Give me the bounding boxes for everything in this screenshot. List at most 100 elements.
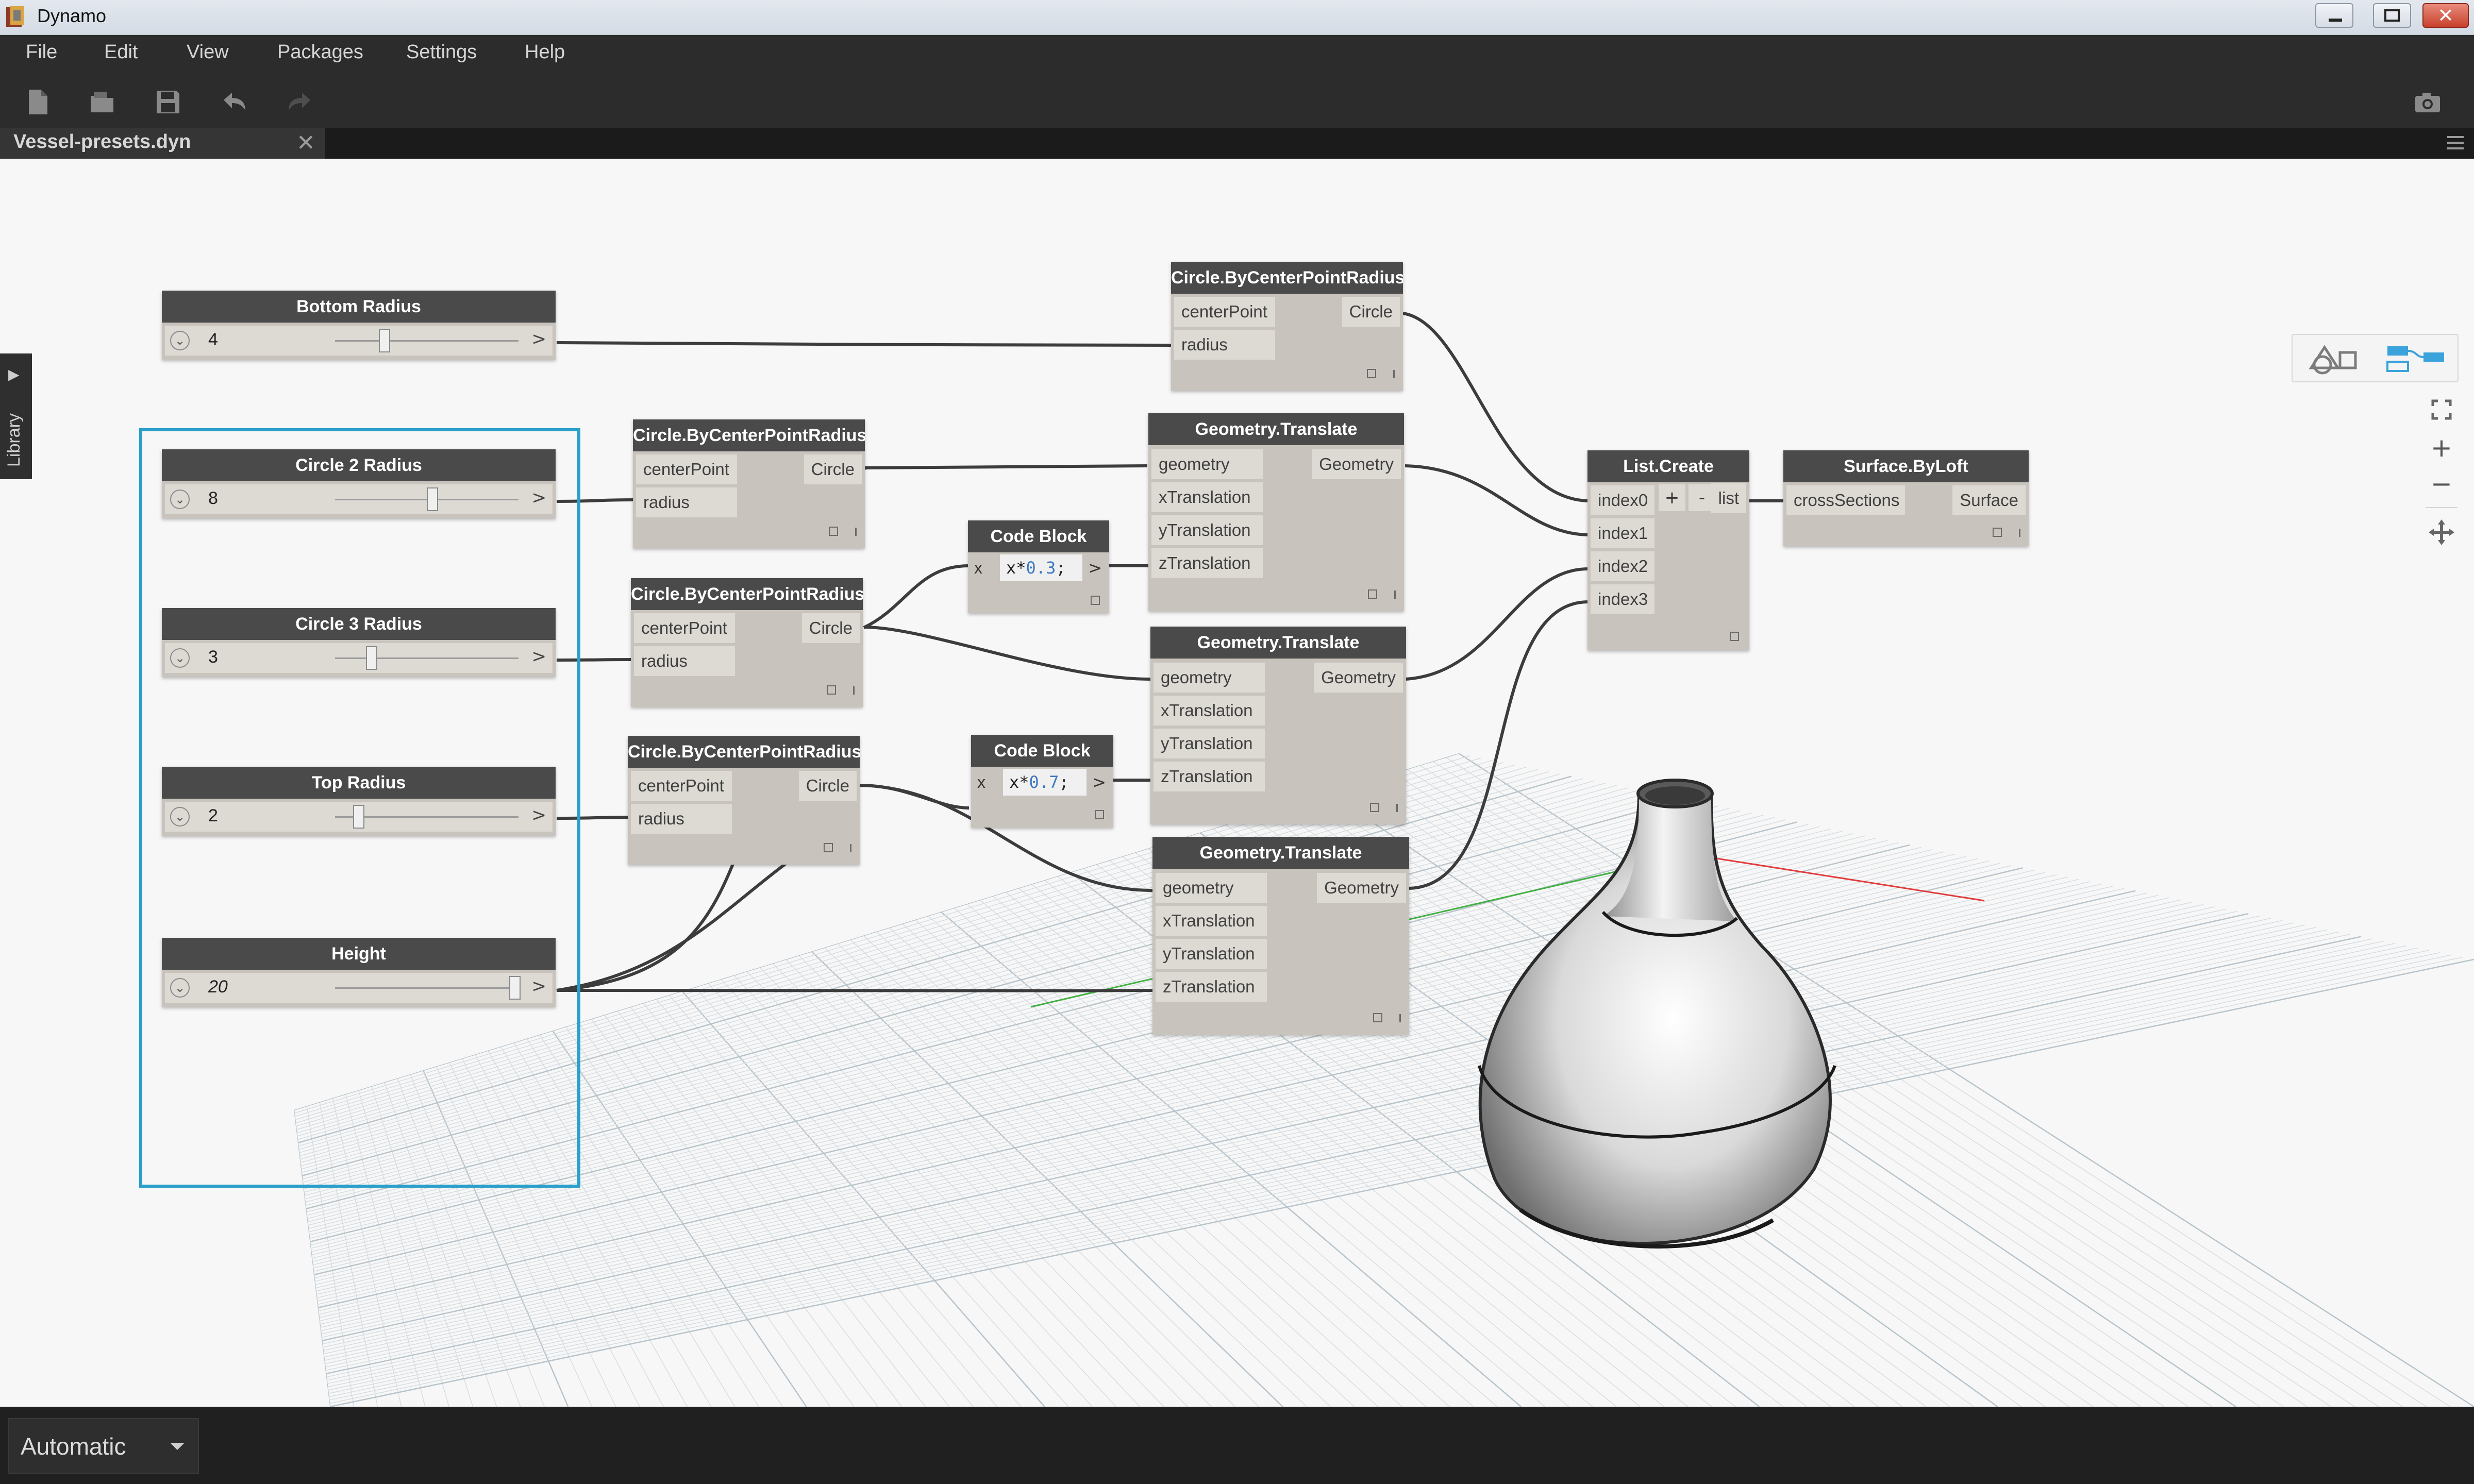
preview-toggle-icon[interactable] bbox=[1091, 596, 1100, 605]
wire-height-ztranslation[interactable] bbox=[556, 989, 1153, 993]
chevron-down-icon[interactable]: ⌄ bbox=[170, 648, 190, 668]
slider-track[interactable] bbox=[335, 340, 519, 342]
node-menu-icon[interactable] bbox=[2019, 529, 2020, 537]
slider-track[interactable] bbox=[335, 657, 519, 659]
input-port-x[interactable]: x bbox=[977, 773, 985, 791]
zoom-to-fit-button[interactable] bbox=[2422, 391, 2461, 429]
input-port-index1[interactable]: index1 bbox=[1591, 518, 1654, 548]
output-port-arrow[interactable]: > bbox=[1088, 558, 1102, 578]
input-port-geometry[interactable]: geometry bbox=[1154, 663, 1265, 693]
node-menu-icon[interactable] bbox=[855, 528, 857, 536]
node-menu-icon[interactable] bbox=[850, 844, 851, 852]
add-input-button[interactable]: + bbox=[1659, 484, 1685, 511]
wire-cb1-input[interactable] bbox=[863, 564, 969, 629]
preview-toggle-icon[interactable] bbox=[1370, 803, 1379, 812]
minimize-button[interactable] bbox=[2315, 3, 2353, 28]
input-port-radius[interactable]: radius bbox=[1174, 330, 1275, 360]
output-port-surface[interactable]: Surface bbox=[1952, 485, 2026, 515]
preview-toggle-icon[interactable] bbox=[1993, 528, 2002, 537]
input-port-centerpoint[interactable]: centerPoint bbox=[631, 771, 732, 801]
wire-top-radius[interactable] bbox=[556, 816, 629, 820]
output-port-arrow[interactable]: > bbox=[531, 805, 547, 825]
input-port-crosssections[interactable]: crossSections bbox=[1786, 485, 1905, 515]
output-port-circle[interactable]: Circle bbox=[801, 613, 860, 643]
wire-circle2-geometry[interactable] bbox=[864, 464, 1148, 469]
input-port-ytranslation[interactable]: yTranslation bbox=[1156, 939, 1267, 969]
geometry-translate-3[interactable]: Geometry.Translate geometry xTranslation… bbox=[1152, 837, 1409, 1035]
input-port-ztranslation[interactable]: zTranslation bbox=[1154, 762, 1265, 791]
tab-close-icon[interactable]: ✕ bbox=[296, 130, 315, 156]
input-port-centerpoint[interactable]: centerPoint bbox=[634, 613, 735, 643]
preview-toggle-icon[interactable] bbox=[829, 527, 838, 536]
redo-icon[interactable] bbox=[285, 87, 315, 117]
input-port-index0[interactable]: index0 bbox=[1591, 485, 1654, 515]
output-port-geometry[interactable]: Geometry bbox=[1312, 449, 1401, 479]
undo-icon[interactable] bbox=[219, 87, 249, 117]
hamburger-menu-icon[interactable] bbox=[2446, 135, 2465, 150]
output-port-arrow[interactable]: > bbox=[1092, 772, 1106, 792]
input-port-index2[interactable]: index2 bbox=[1591, 551, 1654, 581]
menu-view[interactable]: View bbox=[187, 41, 229, 63]
input-port-x[interactable]: x bbox=[974, 559, 982, 577]
output-port-arrow[interactable]: > bbox=[531, 646, 547, 667]
menu-settings[interactable]: Settings bbox=[406, 41, 477, 63]
camera-icon[interactable] bbox=[2412, 87, 2443, 117]
zoom-in-button[interactable]: + bbox=[2431, 433, 2452, 463]
circle-node-2[interactable]: Circle.ByCenterPointRadius centerPoint r… bbox=[633, 419, 865, 548]
preview-toggle-icon[interactable] bbox=[824, 843, 833, 852]
code-block-1[interactable]: Code Block x x*0.3; > bbox=[968, 520, 1109, 613]
wire-circle1-index0[interactable] bbox=[1402, 312, 1589, 502]
wire-top-geometry[interactable] bbox=[859, 784, 1153, 892]
workspace-canvas[interactable]: Bottom Radius ⌄ 4 > Circle 2 Radius ⌄ 8 … bbox=[0, 159, 2474, 1407]
wire-circle3-geometry[interactable] bbox=[863, 626, 1151, 681]
output-port-arrow[interactable]: > bbox=[531, 976, 547, 997]
tab-vessel-presets[interactable]: Vessel-presets.dyn ✕ bbox=[0, 128, 325, 159]
input-port-ytranslation[interactable]: yTranslation bbox=[1154, 729, 1265, 758]
restore-button[interactable] bbox=[2373, 3, 2411, 28]
chevron-down-icon[interactable]: ⌄ bbox=[170, 978, 190, 998]
circle-node-4[interactable]: Circle.ByCenterPointRadius centerPoint r… bbox=[628, 736, 860, 865]
slider-bottom-radius[interactable]: Bottom Radius ⌄ 4 > bbox=[162, 291, 556, 360]
input-port-centerpoint[interactable]: centerPoint bbox=[1174, 297, 1275, 327]
node-menu-icon[interactable] bbox=[1393, 370, 1395, 378]
input-port-ztranslation[interactable]: zTranslation bbox=[1156, 972, 1267, 1002]
code-editor[interactable]: x*0.7; bbox=[1003, 769, 1086, 796]
slider-thumb[interactable] bbox=[509, 976, 521, 1000]
chevron-down-icon[interactable]: ⌄ bbox=[170, 490, 190, 509]
output-port-geometry[interactable]: Geometry bbox=[1314, 663, 1403, 693]
remove-input-button[interactable]: - bbox=[1689, 484, 1715, 511]
input-port-xtranslation[interactable]: xTranslation bbox=[1154, 696, 1265, 726]
slider-thumb[interactable] bbox=[426, 487, 438, 511]
chevron-down-icon[interactable]: ⌄ bbox=[170, 331, 190, 350]
output-port-circle[interactable]: Circle bbox=[1342, 297, 1400, 327]
geometry-view-button[interactable] bbox=[2293, 335, 2374, 381]
input-port-radius[interactable]: radius bbox=[631, 804, 732, 834]
input-port-geometry[interactable]: geometry bbox=[1156, 873, 1267, 903]
input-port-ytranslation[interactable]: yTranslation bbox=[1151, 515, 1263, 545]
input-port-geometry[interactable]: geometry bbox=[1151, 449, 1263, 479]
preview-toggle-icon[interactable] bbox=[1367, 369, 1376, 378]
circle-node-3[interactable]: Circle.ByCenterPointRadius centerPoint r… bbox=[631, 578, 863, 707]
input-port-xtranslation[interactable]: xTranslation bbox=[1151, 482, 1263, 512]
menu-help[interactable]: Help bbox=[525, 41, 565, 63]
wire-bottom-radius[interactable] bbox=[556, 341, 1173, 347]
input-port-centerpoint[interactable]: centerPoint bbox=[636, 454, 737, 484]
wire-height-cb2[interactable] bbox=[556, 860, 790, 992]
slider-thumb[interactable] bbox=[353, 805, 365, 829]
slider-height[interactable]: Height ⌄ 20 > bbox=[162, 938, 556, 1007]
input-port-xtranslation[interactable]: xTranslation bbox=[1156, 906, 1267, 936]
list-create-node[interactable]: List.Create index0 index1 index2 index3 … bbox=[1587, 450, 1749, 650]
preview-toggle-icon[interactable] bbox=[1095, 810, 1104, 819]
output-port-circle[interactable]: Circle bbox=[804, 454, 862, 484]
menu-packages[interactable]: Packages bbox=[277, 41, 363, 63]
node-menu-icon[interactable] bbox=[1394, 591, 1396, 599]
geometry-translate-1[interactable]: Geometry.Translate geometry xTranslation… bbox=[1148, 413, 1404, 611]
slider-thumb[interactable] bbox=[366, 646, 378, 670]
code-editor[interactable]: x*0.3; bbox=[1000, 554, 1082, 581]
code-block-2[interactable]: Code Block x x*0.7; > bbox=[971, 735, 1113, 828]
graph-view-button[interactable] bbox=[2375, 335, 2456, 381]
close-button[interactable]: ✕ bbox=[2422, 3, 2469, 28]
node-menu-icon[interactable] bbox=[1399, 1014, 1401, 1022]
wire-circle2-radius[interactable] bbox=[556, 498, 634, 503]
slider-thumb[interactable] bbox=[379, 329, 391, 352]
